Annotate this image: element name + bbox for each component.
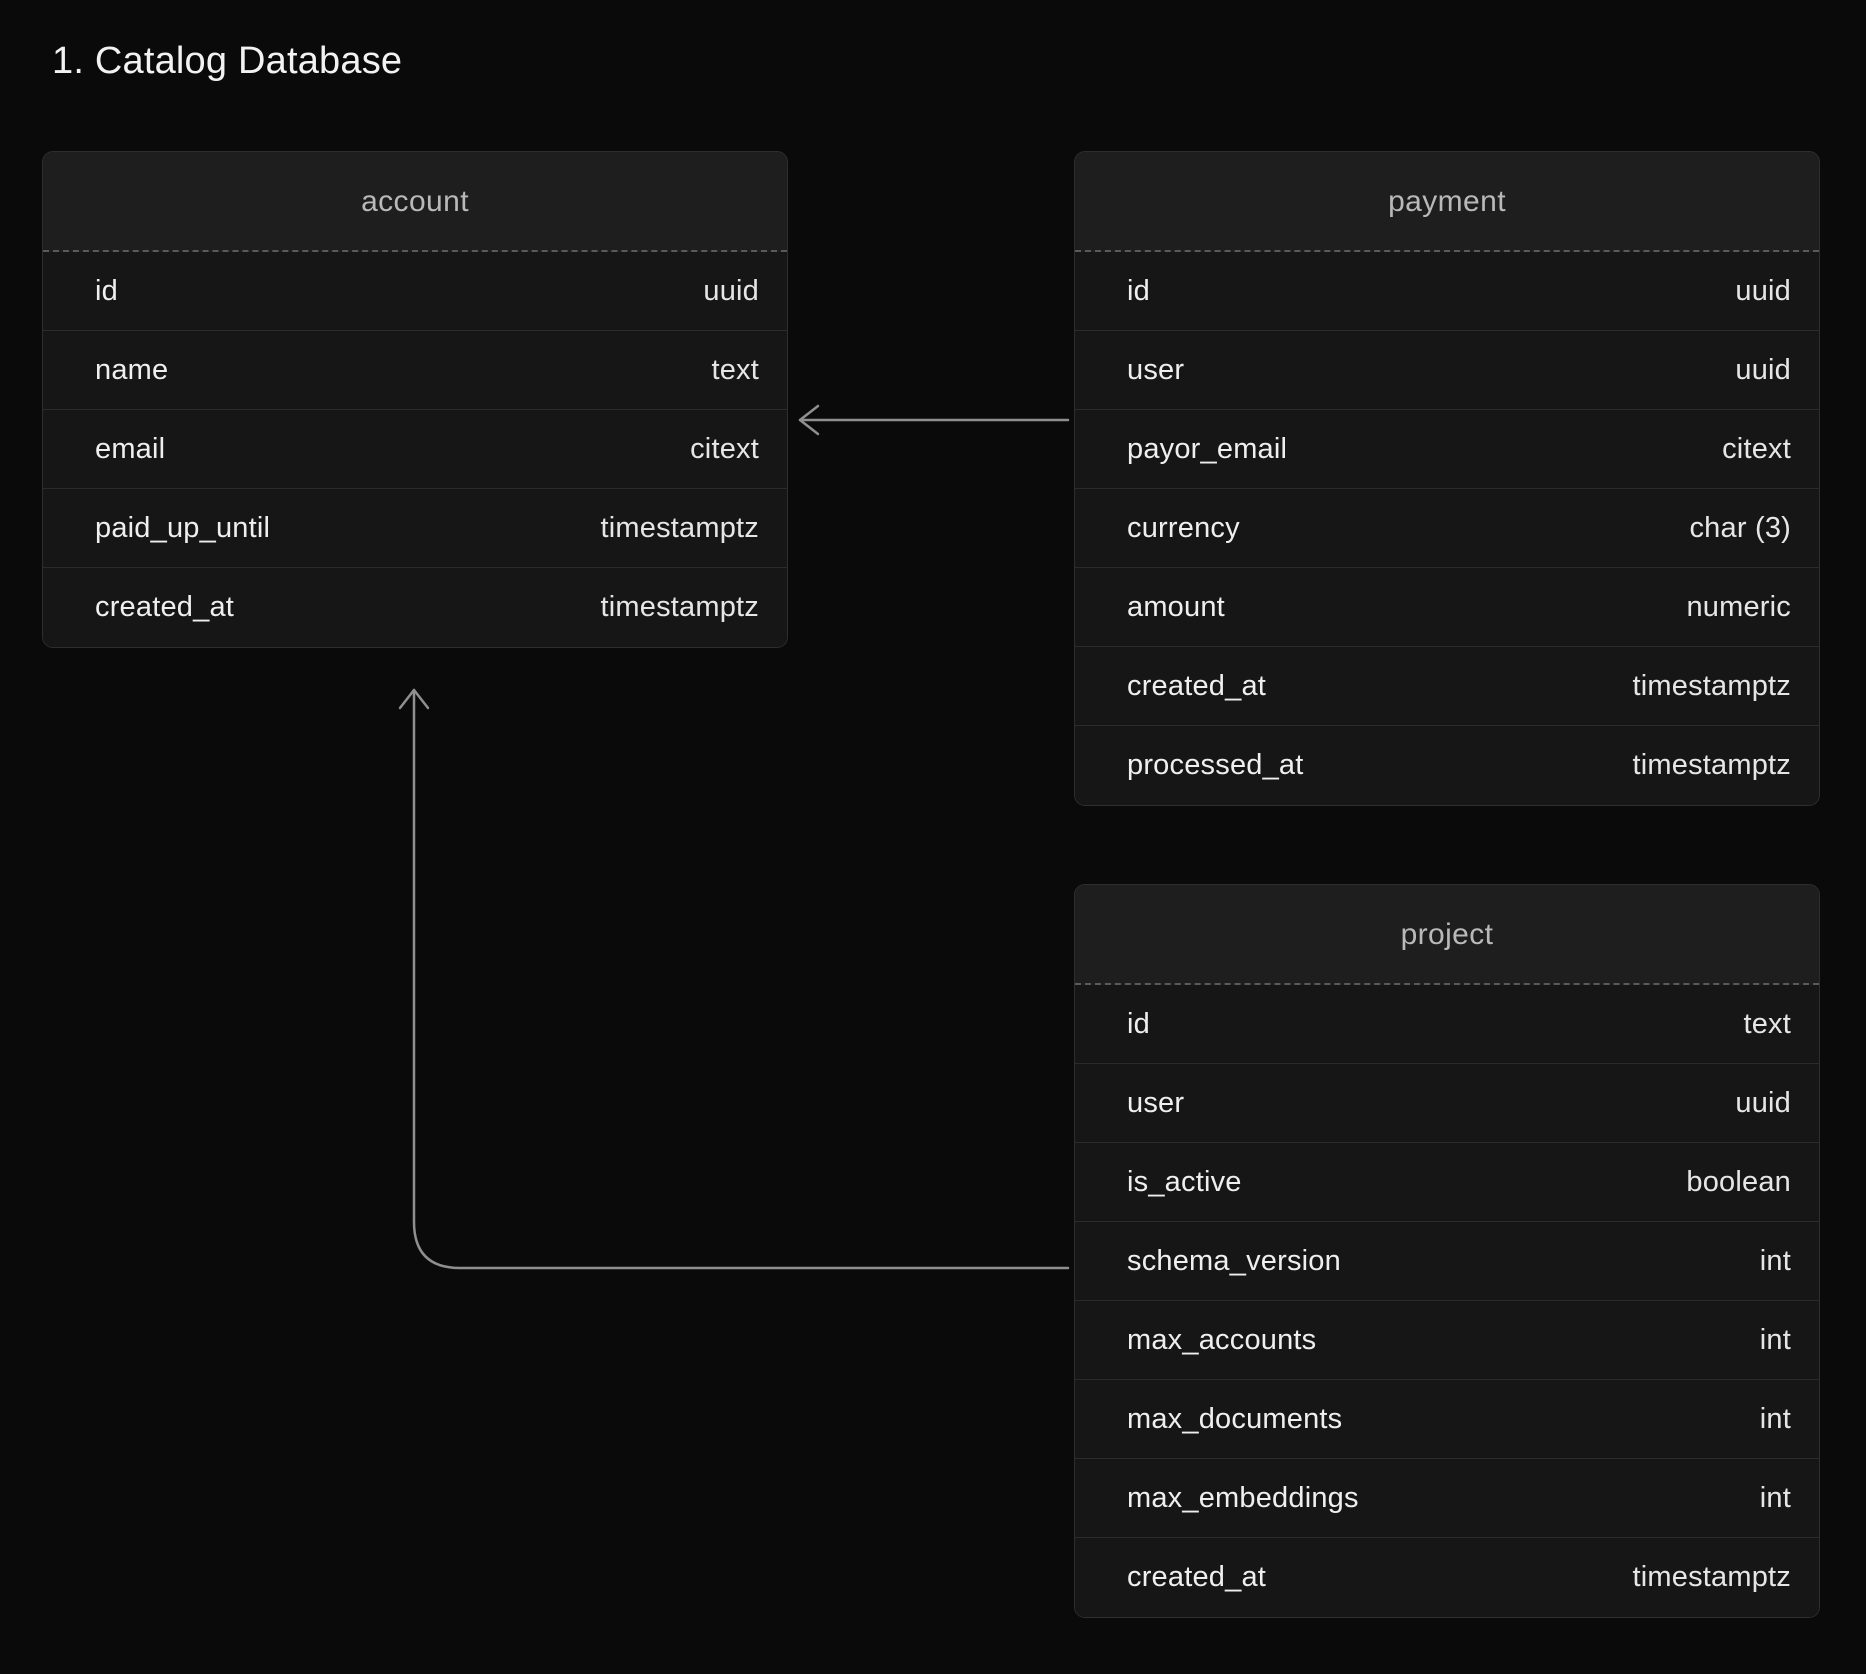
column-type: int xyxy=(1759,1244,1791,1277)
relationship-payment-to-account xyxy=(798,404,1070,436)
column-type: citext xyxy=(1722,432,1791,465)
column-type: timestamptz xyxy=(600,591,759,623)
table-row[interactable]: email citext xyxy=(43,410,787,489)
column-name: name xyxy=(95,353,169,386)
table-header-project: project xyxy=(1075,885,1819,985)
header-divider xyxy=(1075,250,1819,252)
column-type: uuid xyxy=(1735,1086,1791,1119)
table-rows: id uuid user uuid payor_email citext cur… xyxy=(1075,252,1819,805)
header-divider xyxy=(1075,983,1819,985)
column-name: user xyxy=(1127,1086,1185,1119)
table-row[interactable]: is_active boolean xyxy=(1075,1143,1819,1222)
column-name: currency xyxy=(1127,511,1240,544)
table-title: project xyxy=(1400,918,1494,951)
table-title: account xyxy=(361,185,469,218)
table-row[interactable]: max_documents int xyxy=(1075,1380,1819,1459)
erd-table-project[interactable]: project id text user uuid is_active bool… xyxy=(1074,884,1820,1618)
column-type: uuid xyxy=(1735,274,1791,307)
column-name: id xyxy=(95,274,118,307)
table-row[interactable]: user uuid xyxy=(1075,331,1819,410)
column-type: timestamptz xyxy=(1632,749,1791,781)
table-row[interactable]: max_accounts int xyxy=(1075,1301,1819,1380)
relationship-project-to-account xyxy=(398,688,1070,1270)
table-row[interactable]: payor_email citext xyxy=(1075,410,1819,489)
header-divider xyxy=(43,250,787,252)
table-rows: id text user uuid is_active boolean sche… xyxy=(1075,985,1819,1617)
table-row[interactable]: schema_version int xyxy=(1075,1222,1819,1301)
column-name: id xyxy=(1127,1007,1150,1040)
column-type: text xyxy=(1743,1007,1791,1040)
table-row[interactable]: id uuid xyxy=(1075,252,1819,331)
table-rows: id uuid name text email citext paid_up_u… xyxy=(43,252,787,647)
table-row[interactable]: max_embeddings int xyxy=(1075,1459,1819,1538)
column-name: max_embeddings xyxy=(1127,1481,1359,1514)
table-row[interactable]: user uuid xyxy=(1075,1064,1819,1143)
column-name: email xyxy=(95,432,166,465)
column-name: max_accounts xyxy=(1127,1323,1317,1356)
table-row[interactable]: created_at timestamptz xyxy=(1075,1538,1819,1617)
column-name: max_documents xyxy=(1127,1402,1343,1435)
table-row[interactable]: created_at timestamptz xyxy=(43,568,787,647)
column-type: uuid xyxy=(1735,353,1791,386)
table-row[interactable]: created_at timestamptz xyxy=(1075,647,1819,726)
column-name: created_at xyxy=(1127,669,1267,702)
column-name: id xyxy=(1127,274,1150,307)
table-row[interactable]: paid_up_until timestamptz xyxy=(43,489,787,568)
table-title: payment xyxy=(1388,185,1506,218)
table-row[interactable]: id text xyxy=(1075,985,1819,1064)
column-name: amount xyxy=(1127,590,1225,623)
column-type: timestamptz xyxy=(1632,669,1791,702)
page-title: 1. Catalog Database xyxy=(52,40,403,82)
column-name: schema_version xyxy=(1127,1244,1341,1277)
column-type: citext xyxy=(690,432,759,465)
column-name: created_at xyxy=(1127,1561,1267,1593)
column-type: int xyxy=(1759,1402,1791,1435)
column-type: timestamptz xyxy=(600,511,759,544)
column-name: paid_up_until xyxy=(95,511,271,544)
erd-table-payment[interactable]: payment id uuid user uuid payor_email ci… xyxy=(1074,151,1820,806)
table-row[interactable]: processed_at timestamptz xyxy=(1075,726,1819,805)
table-row[interactable]: amount numeric xyxy=(1075,568,1819,647)
column-name: user xyxy=(1127,353,1185,386)
column-type: boolean xyxy=(1686,1165,1791,1198)
column-type: text xyxy=(711,353,759,386)
column-type: int xyxy=(1759,1481,1791,1514)
erd-table-account[interactable]: account id uuid name text email citext p… xyxy=(42,151,788,648)
table-header-account: account xyxy=(43,152,787,252)
column-type: numeric xyxy=(1686,590,1791,623)
column-type: uuid xyxy=(703,274,759,307)
column-type: int xyxy=(1759,1323,1791,1356)
column-name: is_active xyxy=(1127,1165,1242,1198)
column-name: processed_at xyxy=(1127,749,1304,781)
table-row[interactable]: name text xyxy=(43,331,787,410)
table-header-payment: payment xyxy=(1075,152,1819,252)
table-row[interactable]: currency char (3) xyxy=(1075,489,1819,568)
column-type: char (3) xyxy=(1689,511,1791,544)
column-name: payor_email xyxy=(1127,432,1288,465)
column-name: created_at xyxy=(95,591,235,623)
table-row[interactable]: id uuid xyxy=(43,252,787,331)
column-type: timestamptz xyxy=(1632,1561,1791,1593)
